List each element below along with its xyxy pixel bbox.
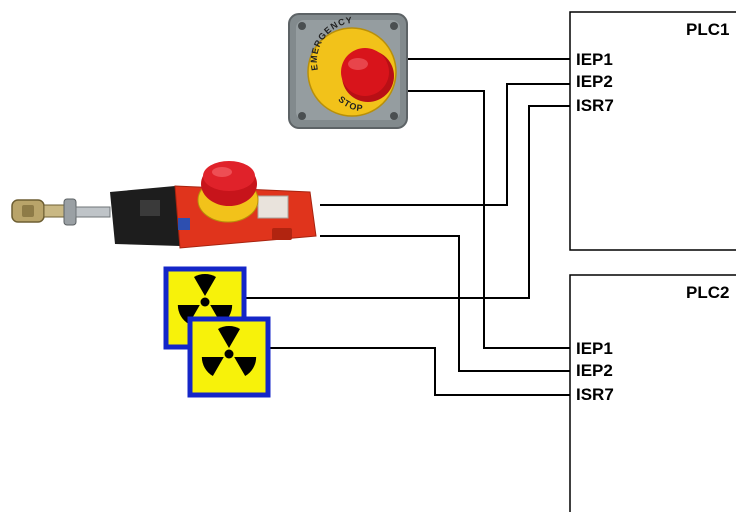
radiation-sign-2 — [190, 319, 268, 395]
estop-button — [341, 48, 389, 96]
plc2-title: PLC2 — [686, 283, 729, 302]
wire-estop-plc2-iep1 — [408, 91, 570, 348]
key-shaft — [44, 205, 66, 217]
switch-label-plate — [258, 196, 288, 218]
switch-connector — [272, 228, 292, 240]
wire-rope-plc2-iep2 — [320, 236, 570, 371]
screw-icon — [298, 112, 306, 120]
plc1-box: PLC1 IEP1 IEP2 ISR7 — [570, 12, 736, 250]
plc2-port-isr7: ISR7 — [576, 385, 614, 404]
key-grip — [22, 205, 34, 217]
plc1-port-isr7: ISR7 — [576, 96, 614, 115]
screw-icon — [390, 22, 398, 30]
plc2-box: PLC2 IEP1 IEP2 ISR7 — [570, 275, 736, 512]
screw-icon — [298, 22, 306, 30]
plc1-title: PLC1 — [686, 20, 729, 39]
switch-knob-highlight — [212, 167, 232, 177]
rope-pull-switch-device — [12, 161, 316, 248]
key-rod — [76, 207, 110, 217]
switch-black-detail — [140, 200, 160, 216]
key-collar — [64, 199, 76, 225]
switch-blue-tab — [178, 218, 190, 230]
plc2-port-iep1: IEP1 — [576, 339, 613, 358]
plc2-port-iep2: IEP2 — [576, 361, 613, 380]
plc1-frame — [570, 12, 736, 250]
plc1-port-iep1: IEP1 — [576, 50, 613, 69]
plc1-port-iep2: IEP2 — [576, 72, 613, 91]
emergency-stop-device: EMERGENCY STOP — [289, 14, 407, 128]
screw-icon — [390, 112, 398, 120]
switch-red-knob — [203, 161, 255, 191]
estop-button-highlight — [348, 58, 368, 70]
